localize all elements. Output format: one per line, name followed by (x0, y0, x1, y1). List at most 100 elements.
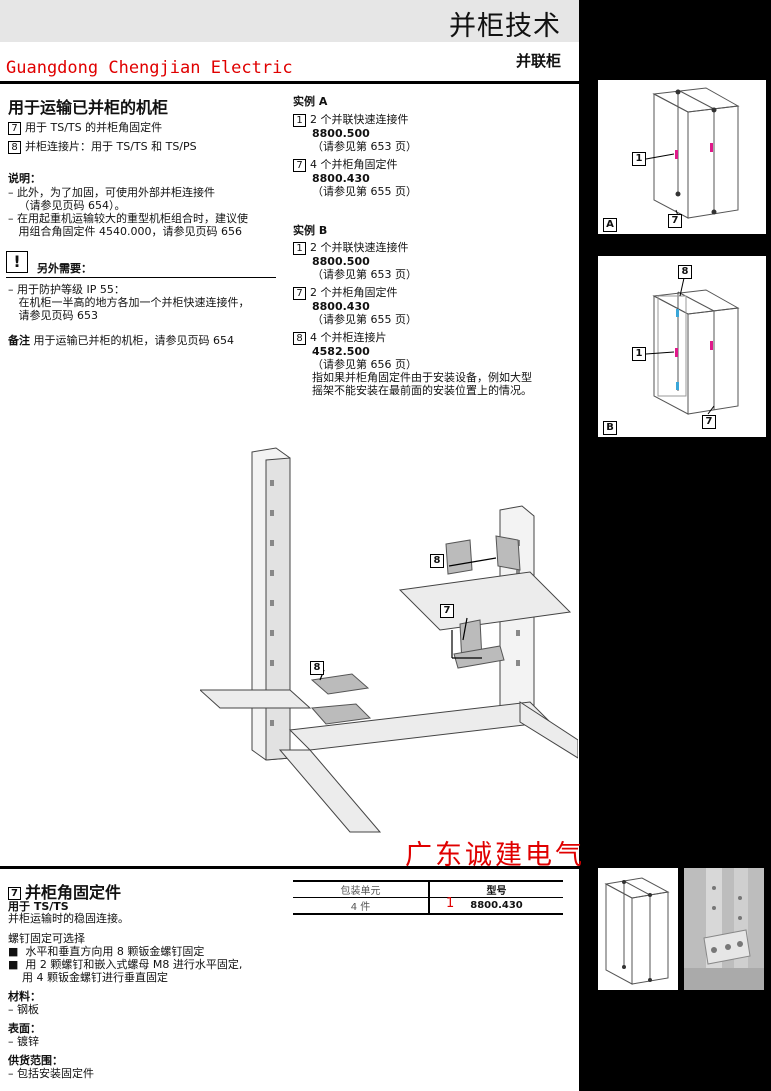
item-text: 4 个并柜连接片 (310, 331, 387, 344)
note-line: （请参见页码 654）。 (8, 199, 126, 212)
note-title: 说明： (8, 172, 41, 185)
item-number: 1 (293, 241, 306, 255)
item-text: 4 个并柜角固定件 (310, 158, 398, 171)
screw-title: 螺钉固定可选择 (8, 932, 85, 945)
example-b-item-8: 8 4 个并柜连接片 4582.500 （请参见第 656 页） 指如果并柜角固定… (293, 331, 573, 397)
cabinet-sketch (604, 877, 670, 985)
warn-title: 另外需要： (37, 262, 92, 275)
warn-rule (6, 277, 276, 278)
red-mark: 1 (446, 896, 455, 911)
item-number: 7 (8, 121, 21, 135)
material-label: 材料： (8, 990, 41, 1003)
example-a-title: 实例 A (293, 95, 328, 108)
brand-name: Guangdong Chengjian Electric (6, 58, 293, 78)
item-number: 7 (8, 887, 21, 900)
warning-icon: ! (6, 251, 28, 273)
supply-label: 供货范围： (8, 1054, 63, 1067)
product-heading: 7 并柜角固定件 (8, 879, 121, 903)
remark-label: 备注 (8, 334, 30, 347)
product-rule (0, 866, 579, 869)
item-code: 8800.430 (312, 299, 370, 313)
example-b-item-1: 1 2 个并联快速连接件 8800.500 （请参见第 653 页） (293, 241, 573, 281)
callout-7: 7 (668, 214, 682, 228)
bullet-item: 用 4 颗钣金螺钉进行垂直固定 (8, 971, 168, 984)
diagram-panel-a: 1 7 A (598, 80, 766, 234)
item-text: 2 个并联快速连接件 (310, 113, 409, 126)
item-ref: （请参见第 656 页） (312, 357, 417, 371)
product-for: 用于 TS/TS (8, 900, 69, 913)
cell-unit: 4 件 (293, 897, 430, 914)
item-number: 1 (293, 113, 306, 127)
callout-1: 1 (632, 152, 646, 166)
note-list: – 此外，为了加固，可使用外部并柜连接件 （请参见页码 654）。– 在用起重机… (8, 186, 248, 238)
cabinet-diagram-a (645, 87, 740, 219)
panel-label-b: B (603, 421, 617, 435)
remark-text: 用于运输已并柜的机柜，请参见页码 654 (33, 334, 235, 347)
warn-line: 在机柜一半高的地方各加一个并柜快速连接件， (8, 296, 250, 309)
packaging-table: 包装单元 型号 4 件 1 8800.430 (293, 880, 563, 915)
intro-item-8: 8 并柜连接片：用于 TS/TS 和 TS/PS (8, 140, 197, 154)
item-note: 指如果并柜角固定件由于安装设备，例如大型 (312, 370, 532, 384)
item-ref: （请参见第 653 页） (312, 267, 417, 281)
item-ref: （请参见第 655 页） (312, 312, 417, 326)
top-bar (0, 0, 579, 42)
section-title: 并联柜 (515, 52, 561, 70)
bracket-photo-illustration (684, 868, 764, 990)
item-ref: （请参见第 655 页） (312, 184, 417, 198)
header-model: 型号 (486, 886, 507, 897)
surface-label: 表面： (8, 1022, 41, 1035)
item-text: 并柜连接片：用于 TS/TS 和 TS/PS (25, 140, 197, 153)
item-note: 摇架不能安装在最前面的安装位置上的情况。 (312, 383, 532, 397)
item-number: 8 (8, 140, 21, 154)
callout-7: 7 (702, 415, 716, 429)
callout-8: 8 (430, 554, 444, 568)
callout-8: 8 (678, 265, 692, 279)
item-ref: （请参见第 653 页） (312, 139, 417, 153)
item-number: 7 (293, 286, 306, 300)
product-title: 并柜角固定件 (25, 883, 122, 902)
item-number: 8 (293, 331, 306, 345)
example-a-item-7: 7 4 个并柜角固定件 8800.430 （请参见第 655 页） (293, 158, 573, 198)
item-code: 8800.430 (312, 171, 370, 185)
item-number: 7 (293, 158, 306, 172)
note-line: – 此外，为了加固，可使用外部并柜连接件 (8, 186, 215, 199)
warn-line: – 用于防护等级 IP 55： (8, 283, 125, 296)
assembly-illustration: 8 7 8 (198, 440, 579, 835)
item-code: 4582.500 (312, 344, 370, 358)
callout-1: 1 (632, 347, 646, 361)
intro-item-7: 7 用于 TS/TS 的并柜角固定件 (8, 121, 162, 135)
example-a-item-1: 1 2 个并联快速连接件 8800.500 （请参见第 653 页） (293, 113, 573, 153)
watermark-text: 广东诚建电气 (405, 840, 585, 871)
material-value: – 钢板 (8, 1003, 39, 1016)
bullet-item: ■ 用 2 颗螺钉和嵌入式螺母 M8 进行水平固定, (8, 958, 243, 971)
intro-heading: 用于运输已并柜的机柜 (8, 98, 169, 117)
supply-value: – 包括安装固定件 (8, 1067, 94, 1080)
remark: 备注 用于运输已并柜的机柜，请参见页码 654 (8, 334, 234, 347)
warn-list: – 用于防护等级 IP 55： 在机柜一半高的地方各加一个并柜快速连接件， 请参… (8, 283, 250, 322)
item-code: 8800.500 (312, 254, 370, 268)
note-line: – 在用起重机运输较大的重型机柜组合时，建议使 (8, 212, 248, 225)
note-line: 用组合角固定件 4540.000，请参见页码 656 (8, 225, 242, 238)
model-code: 8800.430 (470, 900, 523, 911)
cabinet-diagram-b (645, 277, 740, 415)
frame-assembly-drawing (198, 447, 579, 833)
item-code: 8800.500 (312, 126, 370, 140)
bullet-item: ■ 水平和垂直方向用 8 颗钣金螺钉固定 (8, 945, 205, 958)
diagram-panel-b: 8 1 7 B (598, 256, 766, 437)
surface-value: – 镀锌 (8, 1035, 39, 1048)
item-text: 2 个并联快速连接件 (310, 241, 409, 254)
bullet-list: ■ 水平和垂直方向用 8 颗钣金螺钉固定■ 用 2 颗螺钉和嵌入式螺母 M8 进… (8, 945, 242, 984)
item-text: 2 个并柜角固定件 (310, 286, 398, 299)
page-title: 并柜技术 (449, 11, 561, 42)
example-b-title: 实例 B (293, 224, 328, 237)
header-unit: 包装单元 (293, 881, 430, 898)
example-b-item-7: 7 2 个并柜角固定件 8800.430 （请参见第 655 页） (293, 286, 573, 326)
header-rule (0, 81, 579, 84)
panel-label-a: A (603, 218, 617, 232)
product-photo (684, 868, 764, 990)
item-text: 用于 TS/TS 的并柜角固定件 (25, 121, 163, 134)
warn-line: 请参见页码 653 (8, 309, 98, 322)
callout-8: 8 (310, 661, 324, 675)
product-desc: 并柜运输时的稳固连接。 (8, 912, 129, 925)
product-sketch (598, 868, 678, 990)
